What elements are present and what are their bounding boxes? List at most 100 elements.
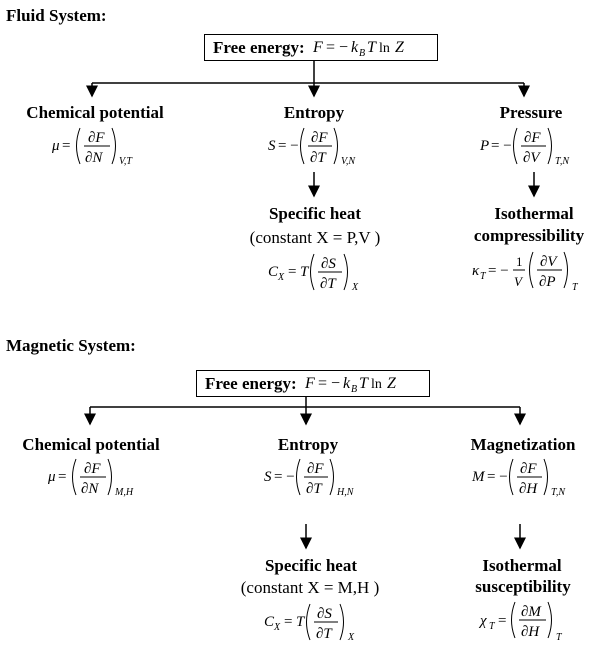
- svg-text:∂V: ∂V: [540, 254, 558, 270]
- svg-text:μ: μ: [51, 138, 60, 154]
- fluid-pressure-formula: P= − ∂F ∂V T,N: [479, 127, 570, 167]
- magnetic-chemical-potential-heading: Chemical potential: [22, 435, 160, 454]
- svg-text:∂F: ∂F: [520, 461, 537, 477]
- svg-text:1: 1: [516, 254, 523, 269]
- fluid-system-title: Fluid System:: [6, 6, 107, 25]
- svg-text:=: =: [288, 264, 296, 280]
- svg-text:=: =: [58, 469, 66, 485]
- svg-text:∂T: ∂T: [320, 276, 337, 292]
- svg-text:T: T: [359, 375, 369, 392]
- fluid-specific-heat-condition: (constant X = P,V ): [249, 228, 381, 247]
- svg-text:∂V: ∂V: [523, 150, 541, 166]
- magnetic-connectors: [84, 397, 526, 550]
- svg-text:T: T: [480, 271, 487, 282]
- svg-text:= −: = −: [488, 263, 509, 279]
- fluid-compressibility-heading: Isothermal: [494, 204, 574, 223]
- svg-text:F: F: [304, 375, 315, 392]
- svg-text:T,N: T,N: [555, 156, 570, 167]
- susceptibility-heading2: susceptibility: [475, 577, 571, 596]
- svg-text:∂T: ∂T: [310, 150, 327, 166]
- magnetic-specific-heat-heading: Specific heat: [264, 556, 358, 575]
- svg-text:∂H: ∂H: [521, 624, 540, 640]
- svg-text:X: X: [277, 272, 285, 283]
- fluid-connectors: [86, 59, 540, 198]
- svg-text:= −: = −: [274, 469, 295, 485]
- magnetic-system-title: Magnetic System:: [6, 336, 136, 355]
- magnetic-entropy-formula: S= − ∂F ∂T H,N: [264, 458, 355, 498]
- svg-text:= −: = −: [491, 138, 512, 154]
- svg-text:∂N: ∂N: [85, 150, 103, 166]
- svg-text:∂S: ∂S: [321, 256, 336, 272]
- svg-text:S: S: [268, 138, 276, 154]
- free-energy-formula: F = − k B T ln Z: [312, 39, 405, 59]
- svg-text:X: X: [351, 282, 359, 293]
- svg-text:=: =: [284, 614, 292, 630]
- svg-text:= −: = −: [326, 39, 348, 56]
- svg-text:C: C: [264, 614, 275, 630]
- svg-text:∂F: ∂F: [88, 130, 105, 146]
- svg-text:∂F: ∂F: [84, 461, 101, 477]
- svg-text:=: =: [62, 138, 70, 154]
- svg-text:T: T: [300, 264, 310, 280]
- svg-text:T: T: [296, 614, 306, 630]
- svg-text:χ: χ: [478, 613, 487, 629]
- magnetization-heading: Magnetization: [470, 435, 576, 454]
- svg-text:∂P: ∂P: [539, 274, 556, 290]
- svg-text:T: T: [572, 282, 579, 293]
- svg-text:Z: Z: [395, 39, 405, 56]
- free-energy-label: Free energy:: [205, 374, 297, 393]
- svg-text:V,N: V,N: [341, 156, 356, 167]
- free-energy-label: Free energy:: [213, 38, 305, 57]
- fluid-entropy-formula: S= − ∂F ∂T V,N: [268, 127, 356, 167]
- svg-text:∂F: ∂F: [307, 461, 324, 477]
- svg-text:∂F: ∂F: [524, 130, 541, 146]
- svg-text:V: V: [514, 274, 524, 289]
- svg-text:M: M: [471, 469, 486, 485]
- svg-text:B: B: [359, 48, 365, 57]
- svg-text:H,N: H,N: [336, 487, 355, 498]
- fluid-pressure-heading: Pressure: [499, 103, 563, 122]
- fluid-chemical-potential-heading: Chemical potential: [26, 103, 164, 122]
- magnetic-specific-heat-condition: (constant X = M,H ): [240, 578, 380, 597]
- magnetic-free-energy-box: Free energy: F = − k B T ln Z: [196, 370, 430, 397]
- free-energy-formula: F = − k B T ln Z: [304, 375, 397, 395]
- svg-text:Z: Z: [387, 375, 397, 392]
- svg-text:ln: ln: [371, 377, 382, 392]
- magnetic-entropy-heading: Entropy: [277, 435, 339, 454]
- svg-text:μ: μ: [47, 469, 56, 485]
- svg-text:ln: ln: [379, 41, 390, 56]
- svg-text:V,T: V,T: [119, 156, 133, 167]
- svg-text:∂S: ∂S: [317, 606, 332, 622]
- svg-text:= −: = −: [318, 375, 340, 392]
- svg-text:k: k: [343, 375, 351, 392]
- svg-text:T: T: [489, 621, 496, 632]
- fluid-entropy-heading: Entropy: [283, 103, 345, 122]
- svg-text:∂N: ∂N: [81, 481, 99, 497]
- svg-text:C: C: [268, 264, 279, 280]
- fluid-specific-heat-heading: Specific heat: [268, 204, 362, 223]
- svg-text:= −: = −: [278, 138, 299, 154]
- svg-text:T,N: T,N: [551, 487, 566, 498]
- svg-text:∂T: ∂T: [306, 481, 323, 497]
- svg-text:S: S: [264, 469, 272, 485]
- svg-text:k: k: [351, 39, 359, 56]
- svg-text:∂H: ∂H: [519, 481, 538, 497]
- magnetization-formula: M= − ∂F ∂H T,N: [471, 458, 566, 498]
- svg-text:T: T: [367, 39, 377, 56]
- svg-text:∂T: ∂T: [316, 626, 333, 642]
- svg-text:X: X: [347, 632, 355, 643]
- fluid-chemical-potential-formula: μ= ∂F ∂N V,T: [51, 127, 133, 167]
- svg-text:κ: κ: [472, 263, 480, 279]
- svg-text:P: P: [479, 138, 489, 154]
- svg-text:T: T: [556, 632, 563, 643]
- svg-text:∂F: ∂F: [311, 130, 328, 146]
- fluid-free-energy-box: Free energy: F = − k B T ln Z: [204, 34, 438, 61]
- susceptibility-heading: Isothermal: [482, 556, 562, 575]
- svg-text:X: X: [273, 622, 281, 633]
- svg-text:= −: = −: [487, 469, 508, 485]
